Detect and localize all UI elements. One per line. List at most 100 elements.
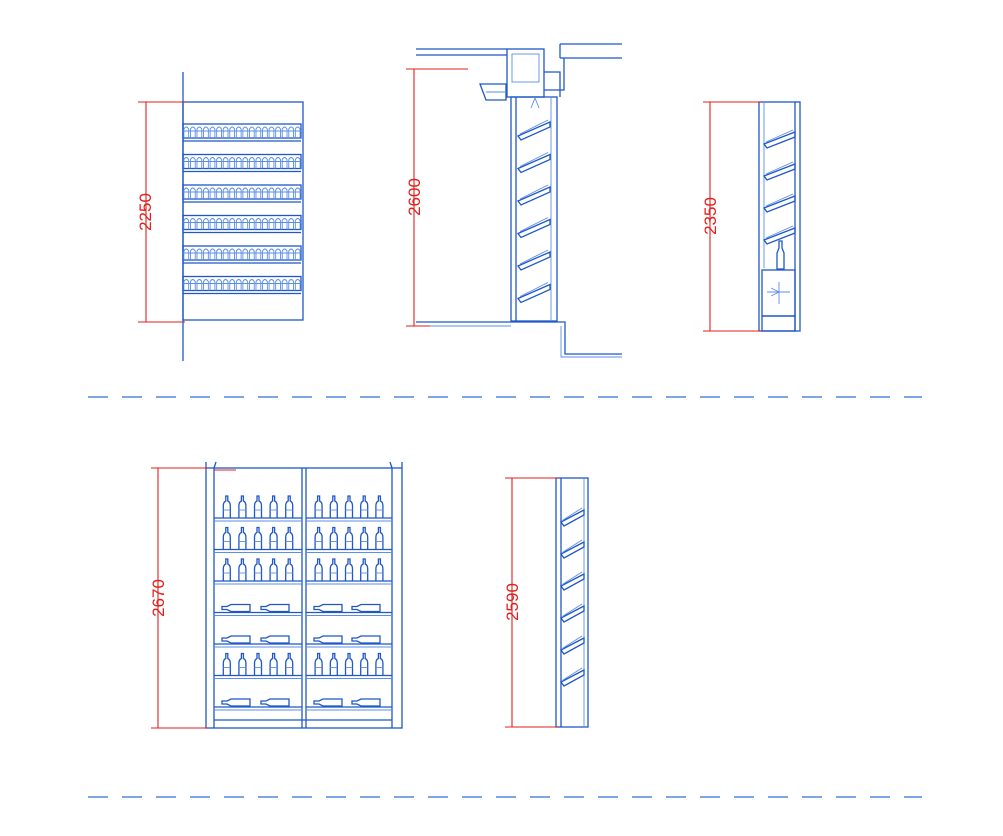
cabinet-row [214,526,392,553]
bottle-icon [229,248,236,260]
upright-bottle-icon [375,526,384,550]
bottle-icon [248,248,255,260]
lying-bottle-icon [221,603,251,613]
upright-bottle-icon [253,495,263,518]
narrow-slanted-shelf [560,571,585,591]
side-slanted-shelf [762,225,796,245]
bottle-icon [203,157,209,169]
bottle-icon [203,279,209,291]
bottle-icon [216,248,222,260]
side-lower-cabinet [761,269,796,317]
section-top-bracket [530,96,540,109]
front-height-label: 2250 [136,193,155,231]
floor-step-hatch [560,326,622,358]
narrow-slanted-shelf [560,667,585,687]
bottle-icon [268,248,275,260]
bottle-icon [248,187,255,199]
section-slanted-shelf [516,119,551,141]
bottle-icon [262,187,268,199]
narrow-rack-view: 2590 [503,477,589,728]
section-slanted-shelf [516,184,551,206]
bottle-icon [255,126,262,138]
bottle-icon [216,279,222,291]
bottle-icon [262,218,268,230]
bottle-icon [189,248,196,260]
bottle-icon [288,157,295,169]
narrow-dimension: 2590 [503,477,558,728]
side-dimension: 2350 [701,101,762,332]
section-slanted-shelf [516,217,551,239]
upright-bottle-icon [344,652,354,676]
cabinet-row [214,603,392,616]
bottle-icon [189,187,196,199]
bottle-icon [255,279,262,291]
bottle-icon [203,126,209,138]
bottle-icon [294,279,301,291]
bottle-icon [229,187,236,199]
bottle-icon [203,187,209,199]
bottle-icon [242,157,249,169]
bottle-icon [216,187,222,199]
lying-bottle-icon [351,698,381,707]
cabinet-row [214,652,392,679]
section-shelf-group [516,119,551,304]
bottle-icon [281,157,288,169]
upright-bottle-icon [329,558,338,581]
upright-bottle-icon [329,526,338,550]
bottle-icon [209,218,216,230]
bottle-icon [189,218,196,230]
section-slanted-shelf [516,249,551,271]
side-slanted-shelf [762,193,796,213]
bottle-icon [288,126,295,138]
bottle-icon [235,157,242,169]
narrow-shelf-group [560,507,585,687]
bottle-icon [288,248,295,260]
bottle-icon [281,126,288,138]
bottle-icon [242,279,249,291]
upright-bottle-icon [222,558,231,581]
bottle-icon [196,157,203,169]
upright-bottle-icon [285,652,294,676]
bottle-icon [268,218,275,230]
floor-step [557,321,622,355]
side-plinth [761,315,796,332]
bottle-icon [216,126,222,138]
cabinet-row [214,698,392,711]
bottle-icon [248,126,255,138]
bottle-icon [203,248,209,260]
bottle-icon [222,157,229,169]
narrow-slanted-shelf [560,635,585,655]
bottle-icon [262,157,268,169]
front-elevation-view: 2250 [136,72,304,361]
cornice-light [479,83,507,101]
bottle-icon [275,126,281,138]
bottle-icon [294,248,301,260]
bottle-icon [248,279,255,291]
bottle-icon [248,157,255,169]
bottle-icon [268,187,275,199]
upright-bottle-icon [222,495,231,518]
cabinet-height-label: 2670 [149,579,168,617]
lying-bottle-icon [260,635,290,644]
narrow-slanted-shelf [560,539,585,559]
bottle-icon [229,279,236,291]
bottle-icon [235,218,242,230]
upright-bottle-icon [269,526,278,550]
bottle-icon [209,248,216,260]
bottle-icon [216,157,222,169]
side-cabinet-arrow [770,287,781,297]
upright-bottle-icon [360,558,369,581]
front-shelf [182,184,302,203]
front-shelf-group [182,123,302,295]
section-slanted-shelf [516,152,551,174]
upright-bottle-icon [344,495,354,518]
upright-bottle-icon [222,652,231,676]
bottle-icon [203,218,209,230]
bottle-icon [262,279,268,291]
bottle-icon [255,187,262,199]
side-shelf-group [762,129,796,245]
bottle-icon [183,187,190,199]
upright-bottle-icon [360,495,369,518]
upright-bottle-icon [375,558,384,581]
